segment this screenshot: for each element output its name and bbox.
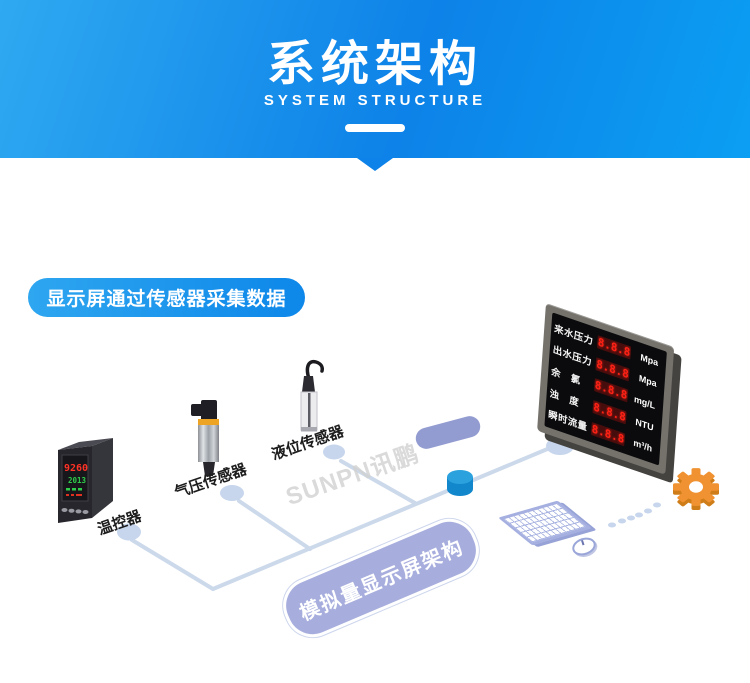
section-badge: 显示屏通过传感器采集数据: [28, 278, 305, 317]
led-row-value: 8.8.8: [590, 421, 626, 447]
led-row-unit: NTU: [635, 416, 654, 433]
temp-indicator-red: [66, 494, 82, 496]
led-row-value: 8.8.8: [595, 357, 630, 382]
temp-controller-device: 9260 2013: [58, 438, 113, 523]
connection-nodes: [117, 437, 574, 541]
pressure-sensor-device: [191, 400, 219, 476]
led-row-unit: Mpa: [638, 373, 657, 390]
led-row-value: 8.8.8: [592, 400, 627, 425]
header-pointer-triangle: [357, 158, 393, 171]
section-badge-label: 显示屏通过传感器采集数据: [46, 289, 287, 310]
led-row-unit: mg/L: [633, 393, 656, 411]
page-title: 系统架构: [266, 38, 483, 91]
led-row-unit: m³/h: [633, 437, 653, 454]
connection-lines: [130, 443, 559, 591]
dotted-trail: [608, 502, 661, 528]
led-row-value: 8.8.8: [593, 378, 629, 403]
bus-disc: [447, 470, 473, 496]
gear-icon: [673, 468, 719, 510]
header-banner: 系统架构 SYSTEM STRUCTURE: [0, 0, 750, 158]
page-subtitle: SYSTEM STRUCTURE: [263, 92, 487, 109]
led-row-unit: Mpa: [640, 351, 659, 368]
level-sensor-device: [300, 359, 324, 432]
temp-display-setpoint: 2013: [68, 476, 87, 485]
temp-buttons: [61, 508, 89, 514]
led-row-value: 8.8.8: [596, 335, 632, 360]
temp-display-value: 9260: [64, 463, 88, 474]
temp-indicator-green: [66, 488, 82, 491]
title-underline: [345, 124, 405, 132]
